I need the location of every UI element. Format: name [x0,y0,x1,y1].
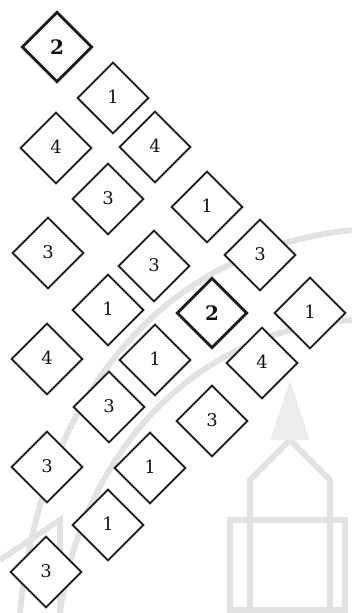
tile-number: 3 [134,251,174,281]
tile-number: 1 [290,298,330,328]
tile-number: 2 [192,298,232,328]
tile-number: 3 [89,392,129,422]
tile-number: 3 [88,184,128,214]
tile-number: 1 [187,192,227,222]
tile-number: 1 [130,453,170,483]
tile-number: 3 [192,406,232,436]
tile-number: 4 [27,344,67,374]
tile-number: 3 [27,452,67,482]
tile-number: 4 [36,133,76,163]
tile-number: 1 [88,295,128,325]
tile-number: 3 [26,557,66,587]
tile-number: 4 [242,348,282,378]
tile-number: 4 [135,132,175,162]
tile-number: 1 [93,83,133,113]
tile-number: 1 [135,345,175,375]
tile-number: 3 [28,238,68,268]
tile-number: 2 [37,32,77,62]
tile-number: 3 [240,240,280,270]
tile-number: 1 [88,510,128,540]
